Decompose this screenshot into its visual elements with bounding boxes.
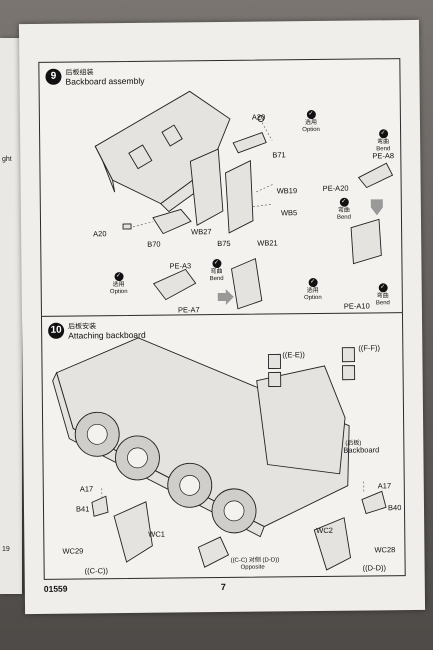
instruction-sheet: 9 后板组装 Backboard assembly (18, 19, 426, 615)
note-en: Bend (376, 146, 391, 153)
note-en: Bend (209, 275, 224, 283)
part-label-b71: B71 (272, 150, 286, 160)
option-icon: ✓ (306, 110, 316, 120)
part-label-pe-a10: PE-A10 (343, 301, 370, 311)
note-en: Option (303, 294, 322, 302)
note-cn: 弯曲 (376, 293, 389, 300)
prev-page-fragment: ght (2, 156, 12, 163)
step-9-panel: 9 后板组装 Backboard assembly (38, 58, 403, 318)
part-label-wc2: WC2 (316, 525, 333, 536)
part-label-pe-a20: PE-A20 (322, 183, 349, 193)
bend-note: ✓ 弯曲 Bend (329, 197, 359, 222)
note-cn: 弯曲 (210, 268, 223, 276)
part-label-f-f: ((F-F)) (358, 343, 381, 353)
arrow-icon (217, 288, 234, 305)
attach-backboard-illustration (52, 337, 387, 571)
bend-icon: ✓ (211, 259, 221, 269)
option-note: ✓ 选用 Option (296, 110, 326, 134)
prev-page-fragment: 19 (2, 546, 10, 553)
part-label-wc28: WC28 (374, 545, 396, 555)
part-label-b41: B41 (75, 504, 90, 514)
note-cn: 选用 (306, 287, 319, 295)
part-label-wb5: WB5 (280, 208, 298, 218)
part-label-pe-a3: PE-A3 (169, 261, 192, 271)
note-cn: 弯曲 (377, 139, 390, 146)
arrow-icon (370, 199, 383, 216)
part-label-pe-a7: PE-A7 (177, 305, 200, 315)
opposite-label: Opposite (240, 564, 265, 571)
bend-icon: ✓ (378, 129, 388, 139)
backboard-label: Backboard (343, 445, 380, 455)
note-en: Bend (336, 214, 351, 221)
part-label-a17: A17 (377, 481, 392, 491)
part-label-c-c: ((C-C)) (84, 566, 109, 576)
part-label-a20: A20 (251, 112, 266, 122)
option-note: ✓ 选用 Option (104, 272, 134, 296)
page-number: 7 (220, 581, 226, 593)
part-label-a20: A20 (93, 229, 107, 239)
bend-icon: ✓ (339, 197, 349, 207)
previous-page-edge: ght 19 (0, 38, 22, 594)
product-code: 01559 (43, 583, 68, 594)
bend-icon: ✓ (378, 283, 388, 293)
bend-note: ✓ 弯曲 Bend (368, 129, 398, 153)
part-label-b70: B70 (147, 239, 161, 249)
note-cn: 选用 (112, 282, 125, 289)
part-label-c-c-d-d: ((C-C) 对侧 (D-D)) (230, 557, 280, 564)
option-icon: ✓ (308, 278, 318, 288)
note-cn: 选用 (304, 119, 318, 127)
part-label-b75: B75 (217, 238, 231, 249)
bend-note: ✓ 弯曲 Bend (368, 283, 398, 307)
backboard-assembly-illustration (94, 90, 394, 310)
note-en: Bend (375, 300, 390, 307)
part-label-e-e: ((E-E)) (282, 350, 305, 360)
part-label-a17: A17 (79, 484, 94, 494)
part-label-b40: B40 (387, 503, 402, 513)
part-label-wb27: WB27 (191, 227, 212, 237)
note-cn: 弯曲 (337, 207, 350, 214)
bend-note: ✓ 弯曲 Bend (201, 259, 231, 283)
note-en: Option (109, 288, 128, 296)
part-label-wc1: WC1 (148, 529, 165, 539)
part-label-d-d: ((D-D)) (362, 563, 387, 573)
step-10-panel: 10 后板安装 Attaching backboard (40, 312, 406, 580)
option-note: ✓ 选用 Option (298, 278, 328, 302)
option-icon: ✓ (114, 272, 124, 282)
part-label-wb19: WB19 (276, 186, 298, 196)
part-label-wc29: WC29 (62, 546, 84, 556)
part-label-wb21: WB21 (257, 238, 278, 248)
note-en: Option (302, 126, 320, 134)
